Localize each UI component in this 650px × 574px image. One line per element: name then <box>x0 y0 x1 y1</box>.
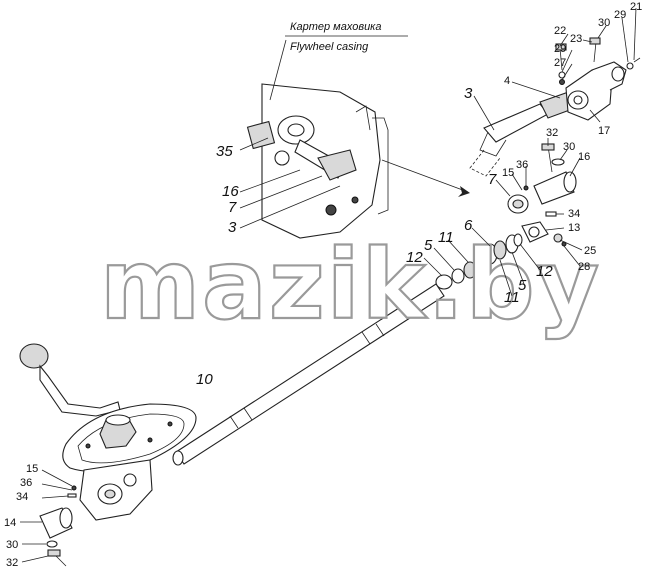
watermark: mazik.by <box>100 229 601 341</box>
callout-36: 36 <box>20 477 32 489</box>
callout-4: 4 <box>504 75 510 87</box>
callout-30: 30 <box>6 539 18 551</box>
callout-22: 22 <box>554 25 566 37</box>
callout-14: 14 <box>4 517 16 529</box>
callout-12: 12 <box>536 263 553 280</box>
callout-29: 29 <box>554 43 566 55</box>
callout-25: 25 <box>584 245 596 257</box>
callout-5: 5 <box>518 277 527 294</box>
caption-russian: Картер маховика <box>290 21 382 33</box>
callout-15: 15 <box>502 167 514 179</box>
callout-15: 15 <box>26 463 38 475</box>
callout-16: 16 <box>222 183 239 200</box>
callout-29: 29 <box>614 9 626 21</box>
callout-13: 13 <box>568 222 580 234</box>
callout-7: 7 <box>488 171 497 188</box>
callout-17: 17 <box>598 125 610 137</box>
callout-32: 32 <box>6 557 18 569</box>
callout-6: 6 <box>464 217 473 234</box>
caption-english: Flywheel casing <box>290 41 369 53</box>
callout-5: 5 <box>424 237 433 254</box>
callout-23: 23 <box>570 33 582 45</box>
callout-11: 11 <box>504 289 520 306</box>
shift-rod-10 <box>172 283 445 466</box>
callout-30: 30 <box>563 141 575 153</box>
callout-labels: 22 23 30 29 21 29 27 4 3 17 32 30 16 36 … <box>4 1 642 569</box>
callout-27: 27 <box>554 57 566 69</box>
callout-16: 16 <box>578 151 590 163</box>
upper-lever-assembly <box>469 37 641 177</box>
callout-10: 10 <box>196 371 213 388</box>
callout-21: 21 <box>630 1 642 13</box>
callout-34: 34 <box>16 491 28 503</box>
middle-bearing-assembly <box>435 143 577 290</box>
callout-3: 3 <box>464 85 473 102</box>
caption-leader <box>269 39 287 101</box>
callout-leaders <box>20 7 637 563</box>
detail-arrow <box>381 159 470 197</box>
callout-32: 32 <box>546 127 558 139</box>
callout-11: 11 <box>438 229 454 246</box>
flywheel-casing-inset <box>246 83 389 239</box>
callout-3: 3 <box>228 219 237 236</box>
callout-30: 30 <box>598 17 610 29</box>
gear-lever-assembly <box>19 343 197 567</box>
callout-36: 36 <box>516 159 528 171</box>
callout-12: 12 <box>406 249 423 266</box>
callout-7: 7 <box>228 199 237 216</box>
callout-34: 34 <box>568 208 580 220</box>
lever-knob <box>19 343 49 369</box>
callout-28: 28 <box>578 261 590 273</box>
callout-35: 35 <box>216 143 233 160</box>
